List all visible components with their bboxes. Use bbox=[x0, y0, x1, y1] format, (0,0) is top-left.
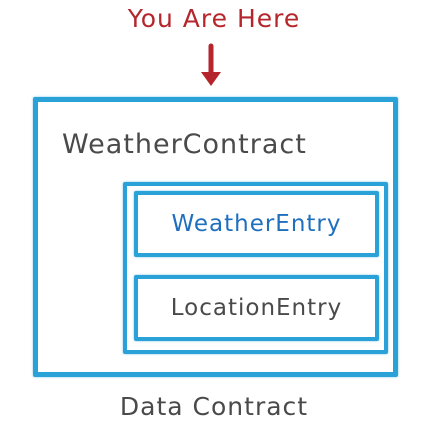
location-entry-box: LocationEntry bbox=[134, 275, 379, 341]
you-are-here-label: You Are Here bbox=[127, 4, 301, 33]
down-arrow-icon bbox=[201, 43, 221, 86]
location-entry-label: LocationEntry bbox=[170, 295, 343, 321]
weather-contract-box: WeatherContract WeatherEntry LocationEnt… bbox=[33, 97, 398, 377]
weather-contract-title: WeatherContract bbox=[62, 129, 307, 160]
data-contract-caption: Data Contract bbox=[119, 392, 309, 421]
weather-entry-label: WeatherEntry bbox=[171, 211, 342, 237]
weather-entry-box: WeatherEntry bbox=[134, 191, 379, 257]
entries-frame: WeatherEntry LocationEntry bbox=[123, 182, 388, 354]
